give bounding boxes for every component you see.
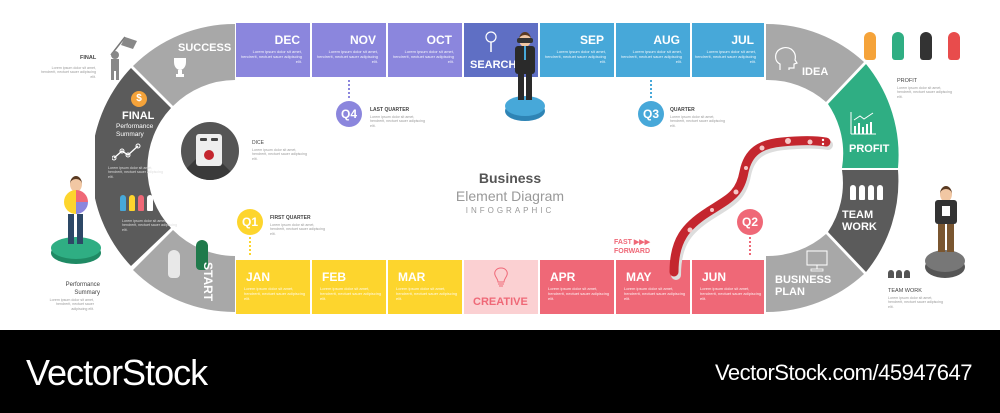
team-work-segment-label: TEAM WORK (842, 209, 877, 233)
pie-chart-icon (64, 190, 88, 214)
head-idea-icon (775, 47, 798, 70)
infographic-canvas: SUCCESS $ FINAL Performance Summary Lore… (41, 23, 965, 314)
tile-apr: APR Lorem ipsum dolor sit amet, hendreri… (540, 260, 614, 314)
q4-label: LAST QUARTER (370, 107, 410, 113)
pawn-white-icon (168, 250, 180, 278)
tile-jan: JAN Lorem ipsum dolor sit amet, hendreri… (236, 260, 310, 314)
q3-label: QUARTER (670, 107, 695, 113)
q3-connector (650, 80, 654, 98)
q2-badge: Q2 (737, 209, 763, 235)
people-lorem: Lorem ipsum dolor sit amet, hendrerit, n… (122, 219, 177, 232)
green-pedestal (51, 237, 101, 259)
side-profit-lorem: Lorem ipsum dolor sit amet, hendrerit, n… (897, 86, 952, 99)
dollar-coin-icon: $ (131, 91, 147, 107)
profit-segment-label: PROFIT (849, 143, 890, 155)
tile-mar: MAR Lorem ipsum dolor sit amet, hendreri… (388, 260, 462, 314)
bar-chart-icon (850, 112, 876, 135)
dice-circle (181, 122, 239, 180)
pawn-green-icon (196, 240, 208, 270)
team-people-icon (850, 185, 883, 200)
side-team-work-lorem: Lorem ipsum dolor sit amet, hendrerit, n… (888, 296, 943, 309)
final-lorem: Lorem ipsum dolor sit amet, hendrerit, n… (108, 166, 163, 179)
business-plan-segment-label: BUSINESS PLAN (775, 274, 832, 298)
side-final-title: FINAL (80, 55, 97, 61)
q4-connector (348, 80, 352, 98)
lightbulb-icon (494, 267, 508, 287)
trophy-icon (172, 56, 188, 78)
side-performance-lorem: Lorem ipsum dolor sit amet, hendrerit, n… (49, 298, 94, 311)
businessman-document-figure (933, 186, 959, 258)
title-line1: Business (478, 170, 542, 186)
final-segment-sub: Performance Summary (116, 123, 154, 138)
people-colored-icon (120, 195, 153, 211)
line-chart-icon (112, 143, 141, 161)
q1-label: FIRST QUARTER (270, 215, 311, 221)
gray-pedestal (925, 250, 965, 272)
tile-aug: AUG Lorem ipsum dolor sit amet, hendreri… (616, 23, 690, 77)
footer-url: VectorStock.com/45947647 (714, 360, 973, 385)
q1-lorem: Lorem ipsum dolor sit amet, hendrerit, n… (270, 223, 325, 236)
snake-shortcut (669, 136, 833, 280)
pawn-orange-icon (864, 32, 876, 60)
side-performance-summary: Performance Summary (65, 282, 100, 296)
dice-icon (196, 134, 222, 166)
magnifier-icon (485, 31, 497, 52)
tile-dec: DEC Lorem ipsum dolor sit amet, hendreri… (236, 23, 310, 77)
side-team-work-title: TEAM WORK (888, 288, 922, 294)
idea-segment-label: IDEA (802, 66, 829, 78)
tile-nov: NOV Lorem ipsum dolor sit amet, hendreri… (312, 23, 386, 77)
start-segment-label: START (201, 262, 215, 302)
computer-monitor-icon (806, 250, 828, 272)
q3-badge: Q3 (638, 101, 664, 127)
pawn-black-icon (920, 32, 932, 60)
tile-oct: OCT Lorem ipsum dolor sit amet, hendreri… (388, 23, 462, 77)
q2-connector (749, 237, 753, 255)
dice-lorem: Lorem ipsum dolor sit amet, hendrerit, n… (252, 148, 307, 161)
q4-lorem: Lorem ipsum dolor sit amet, hendrerit, n… (370, 115, 425, 128)
success-segment-label: SUCCESS (178, 42, 232, 54)
footer-brand: VectorStock (26, 352, 208, 393)
title-line2: Element Diagram (455, 188, 565, 204)
center-title: Business Element Diagram INFOGRAPHIC (420, 170, 600, 215)
team-icon (888, 270, 910, 278)
right-arc-track (766, 23, 899, 313)
q1-connector (249, 237, 253, 255)
businessman-chart-figure (60, 176, 92, 248)
winner-pawns (864, 32, 960, 60)
pawn-green-winner-icon (892, 32, 904, 60)
dice-label: DICE (252, 140, 264, 146)
flag-person-icon (110, 36, 137, 80)
pawn-red-icon (948, 32, 960, 60)
tile-jul: JUL Lorem ipsum dolor sit amet, hendreri… (692, 23, 764, 77)
q3-lorem: Lorem ipsum dolor sit amet, hendrerit, n… (670, 115, 725, 128)
side-final-lorem: Lorem ipsum dolor sit amet, hendrerit, n… (41, 66, 96, 79)
tile-feb: FEB Lorem ipsum dolor sit amet, hendreri… (312, 260, 386, 314)
q4-badge: Q4 (336, 101, 362, 127)
blue-pedestal (505, 96, 545, 116)
title-line3: INFOGRAPHIC (465, 206, 555, 215)
final-segment-label: FINAL (122, 110, 155, 122)
tile-jun: JUN Lorem ipsum dolor sit amet, hendreri… (692, 260, 764, 314)
footer-bar: VectorStock VectorStock.com/45947647 (0, 330, 1000, 413)
tile-creative: CREATIVE (464, 260, 538, 314)
businessman-binoculars-figure (513, 32, 537, 104)
tile-sep: SEP Lorem ipsum dolor sit amet, hendreri… (540, 23, 614, 77)
side-profit-title: PROFIT (897, 78, 918, 84)
q1-badge: Q1 (237, 209, 263, 235)
fast-forward-label: FAST ▶▶▶ FORWARD (614, 239, 651, 255)
